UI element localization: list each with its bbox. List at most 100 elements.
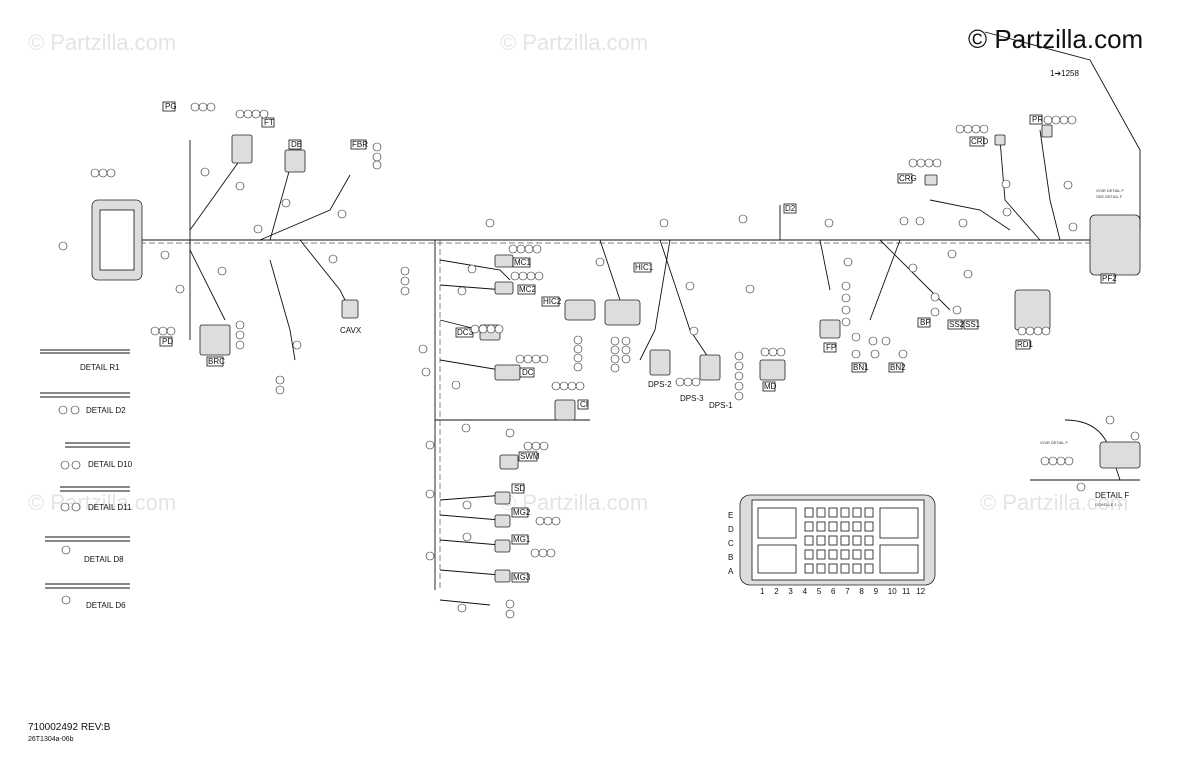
label-MG2: MG2 [513,508,531,517]
connector-parts [91,124,1141,583]
fuse-slot [804,563,814,574]
main-trunk [140,129,1111,606]
label-CRD: CRD [971,137,989,146]
image-reference: 26T1304a-06b [28,736,74,743]
label-MC2: MC2 [519,285,536,294]
fuse-slot [864,535,874,546]
detail-D10-label: DETAIL D10 [88,460,133,469]
fuse-slot [804,535,814,546]
fuse-slot [864,563,874,574]
fuse-grid [804,507,874,574]
detail-D2: DETAIL D2 [40,392,130,415]
label-BN1: BN1 [853,363,869,372]
label-SWM: SWM [520,452,540,461]
watermark-mid-right: © Partzilla.com [980,490,1128,515]
label-PR: PR [1032,115,1043,124]
detail-D8: DETAIL D8 [45,536,130,564]
fuse-slot [828,549,838,560]
label-DC: DC [522,368,534,377]
fuse-col-label: 9 [874,587,879,596]
fuse-col-label: 2 [774,587,779,596]
detail-F: VOIR DETAIL F DETAIL F ECHELLE 1 : 1 VOI… [1030,188,1141,507]
fuse-slot [852,507,862,518]
fuse-col-label: 12 [916,587,925,596]
label-FBR: FBR [352,140,368,149]
fuse-slot [816,521,826,532]
watermark-top-left: © Partzilla.com [28,30,176,55]
label-MG1: MG1 [513,535,531,544]
watermark-top-center: © Partzilla.com [500,30,648,55]
label-SD: SD [514,484,525,493]
fuse-col-label: 11 [902,587,911,596]
fuse-col-label: 3 [788,587,793,596]
detail-R1: DETAIL R1 [40,349,130,372]
document-reference: 710002492 REV:B [28,722,111,733]
detail-D11: DETAIL D11 [60,486,132,512]
label-DB: DB [291,140,302,149]
fuse-slot [840,549,850,560]
fuse-slot [828,507,838,518]
fuse-slot [828,563,838,574]
fuse-slot [840,521,850,532]
fuse-slot [804,521,814,532]
label-BN2: BN2 [890,363,906,372]
label-DPS2: DPS-2 [648,380,672,389]
fuse-col-label: 5 [817,587,822,596]
fuse-slot [804,507,814,518]
reference-bubbles [58,102,1141,619]
label-PD: PD [162,337,173,346]
label-BP: BP [920,318,931,327]
fuse-slot [816,507,826,518]
fuse-slot [816,549,826,560]
range-reference: 1➔1258 [1050,69,1080,78]
fuse-slot [840,507,850,518]
detail-R1-label: DETAIL R1 [80,363,120,372]
label-SS1: SS1 [965,320,981,329]
fuse-row-label: D [728,525,734,534]
fuse-slot [816,535,826,546]
detail-F-ref2: SEE DETAIL F [1096,194,1123,199]
detail-F-note: VOIR DETAIL F [1040,440,1069,445]
fuse-slot [864,549,874,560]
label-FT: FT [264,118,274,127]
label-PG: PG [165,102,177,111]
label-PF2: PF2 [1102,274,1117,283]
label-DPS3: DPS-3 [680,394,704,403]
label-CI: CI [580,400,588,409]
brand-logo: © Partzilla.com [968,24,1143,54]
fuse-slot [828,535,838,546]
label-CAVX: CAVX [340,326,362,335]
fuse-slot [864,507,874,518]
watermark-mid-left: © Partzilla.com [28,490,176,515]
fuse-slot [864,521,874,532]
detail-D11-label: DETAIL D11 [88,503,132,512]
fuse-col-label: 10 [888,587,897,596]
label-MG3: MG3 [513,573,531,582]
label-SS2: SS2 [949,320,965,329]
detail-D10: DETAIL D10 [60,442,133,470]
label-MC1: MC1 [514,258,531,267]
label-DC3: DC3 [457,328,474,337]
detail-F-ref: VOIR DETAIL F [1096,188,1125,193]
detail-F-scale: ECHELLE 1 : 1 [1095,502,1123,507]
fuse-slot [852,535,862,546]
detail-D6-label: DETAIL D6 [86,601,126,610]
fuse-slot [852,563,862,574]
fuse-slot [840,563,850,574]
fuse-block-right [1089,214,1141,276]
label-HIC2: HIC2 [543,297,562,306]
watermarks: © Partzilla.com © Partzilla.com © Partzi… [28,30,1128,515]
fuse-row-label: C [728,539,734,548]
fuse-slot [816,563,826,574]
connector-labels: PG FT DB FBR CAVX BRC PD MC1 MC2 HIC1 HI… [159,101,1117,583]
label-RD1: RD1 [1017,340,1034,349]
label-FP: FP [826,343,836,352]
fuse-col-label: 7 [845,587,850,596]
fuse-row-label: E [728,511,733,520]
detail-F-label: DETAIL F [1095,491,1129,500]
fuse-slot [804,549,814,560]
label-DPS1: DPS-1 [709,401,733,410]
